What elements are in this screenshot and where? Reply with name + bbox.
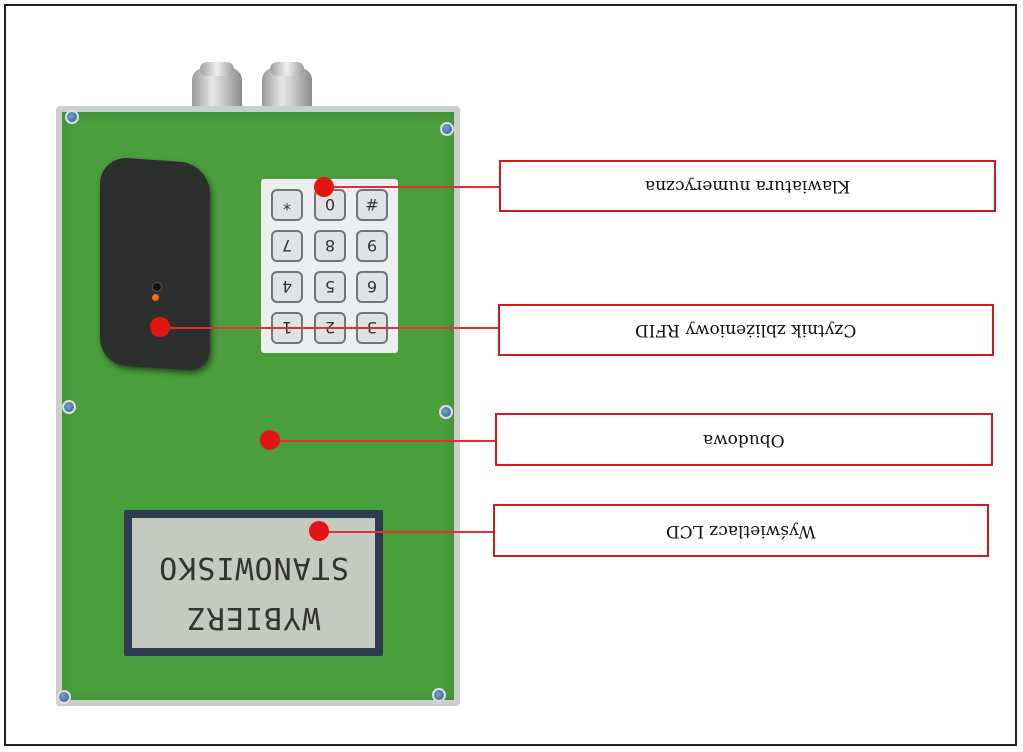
screw-icon (432, 688, 446, 702)
label-keypad: Klawiatura numeryczna (499, 160, 996, 212)
label-rfid: Czytnik zbliżeniowy RFID (498, 304, 994, 356)
callout-dot-housing (260, 430, 280, 450)
rfid-reader (100, 156, 210, 372)
keypad-key: # (356, 189, 388, 221)
keypad-key: 6 (356, 271, 388, 303)
label-keypad-text: Klawiatura numeryczna (645, 176, 850, 196)
screw-icon (440, 122, 454, 136)
callout-dot-lcd (309, 521, 329, 541)
callout-line-housing (270, 440, 497, 442)
callout-dot-rfid (150, 317, 170, 337)
lcd-line-1: STANOWISKO (132, 550, 375, 585)
keypad-key: 7 (271, 230, 303, 262)
keypad-key: * (271, 189, 303, 221)
rfid-indicator-icon (152, 282, 162, 292)
lcd-line-2: WYBIERZ (132, 600, 375, 635)
screw-icon (62, 400, 76, 414)
keypad-key: 5 (314, 271, 346, 303)
label-lcd: Wyświetlacz LCD (493, 504, 989, 557)
callout-line-keypad (324, 186, 501, 188)
keypad-key: 9 (356, 230, 388, 262)
callout-line-rfid (160, 327, 500, 329)
label-lcd-text: Wyświetlacz LCD (666, 521, 816, 541)
label-housing: Obudowa (495, 413, 993, 466)
keypad-key: 4 (271, 271, 303, 303)
screw-icon (65, 110, 79, 124)
label-rfid-text: Czytnik zbliżeniowy RFID (635, 320, 856, 340)
callout-dot-keypad (314, 177, 334, 197)
keypad-key: 8 (314, 230, 346, 262)
label-housing-text: Obudowa (703, 430, 785, 450)
callout-line-lcd (319, 531, 495, 533)
screw-icon (57, 690, 71, 704)
screw-icon (439, 405, 453, 419)
rfid-led-icon (152, 294, 159, 301)
